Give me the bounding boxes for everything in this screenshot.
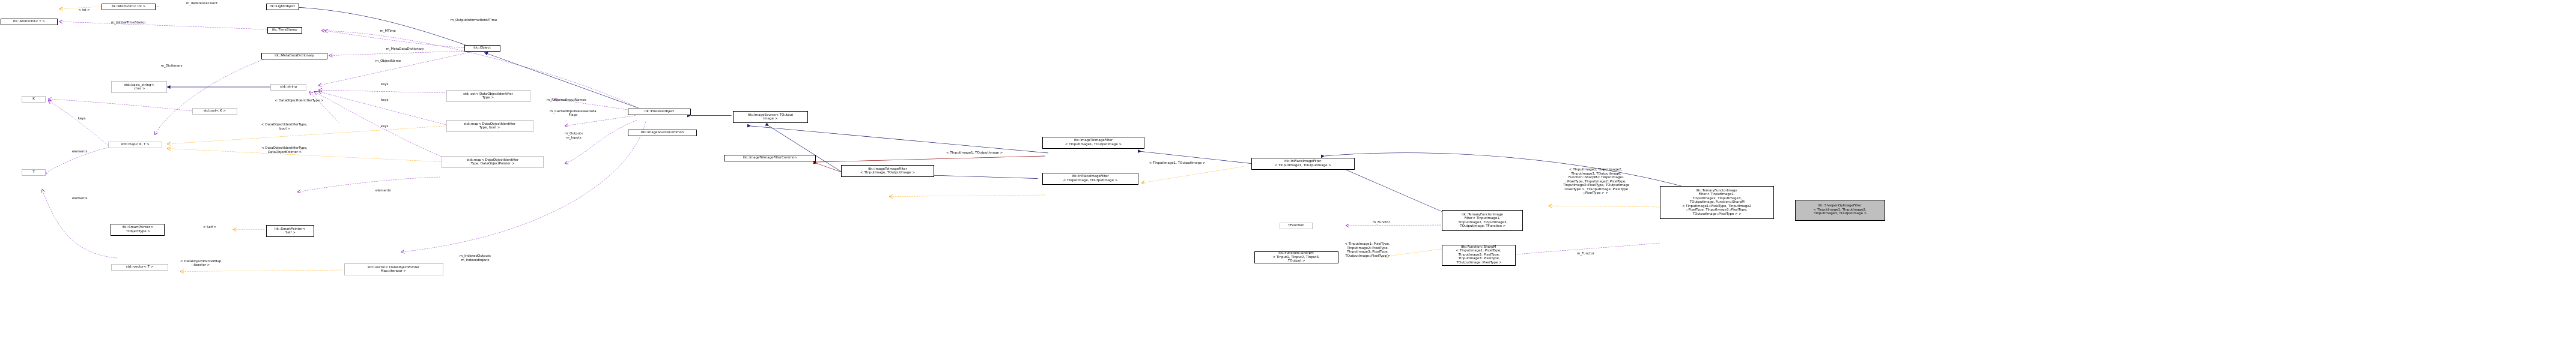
- edge-output-information-mtime: [321, 31, 639, 109]
- edge-keys-map-bool: [318, 92, 451, 127]
- label-functor-1: m_Functor: [1373, 220, 1390, 224]
- edge-common-i2i-1: [813, 155, 1046, 164]
- label-ternary-tpl-args: < TInputImage1, TInputImage2, TInputImag…: [1563, 168, 1630, 195]
- edge-inh-ternary-inst: [1320, 152, 1698, 191]
- edge-inh-lightobject: [278, 5, 466, 46]
- label-keys-3: keys: [381, 124, 389, 128]
- label-elements-3: elements: [72, 196, 88, 200]
- node-set-dataobjectidentifier: std::set< DataObjectIdentifier Type >: [446, 90, 530, 102]
- edge-common-i2i-2: [813, 160, 843, 173]
- node-vector-t: std::vector< T >: [111, 264, 168, 271]
- label-tinputimage1-1: < TInputImage1, TOutputImage >: [946, 151, 1003, 155]
- node-std-string: std::string: [270, 84, 306, 91]
- edge-ternary-tpl: [1549, 206, 1660, 207]
- label-elements-1: elements: [72, 150, 88, 154]
- node-timestamp: itk::TimeStamp: [267, 27, 302, 34]
- edge-elements-t: [44, 146, 110, 174]
- label-keys-1: keys: [381, 83, 389, 86]
- node-function-sharpm-template: itk::Function::SharpM < TInput1, TInput2…: [1254, 251, 1338, 263]
- edge-inh-object: [484, 52, 639, 109]
- label-output-information-mtime: m_OutputInformationMTime: [451, 19, 497, 22]
- node-image-source: itk::ImageSource< TOutput Image >: [733, 111, 808, 123]
- node-vector-dataobjectpointer: std::vector< DataObjectPointer Map::iter…: [344, 263, 443, 275]
- node-process-object: itk::ProcessObject: [628, 109, 691, 115]
- edge-inh-imagesource-1: [747, 124, 1049, 154]
- edge-keys-k-map: [48, 101, 109, 146]
- node-k: K: [22, 96, 46, 103]
- node-ternary-functor-template: itk::TernaryFunctorImage Filter< TInputI…: [1442, 210, 1523, 231]
- node-image-to-image-filter-common: itk::ImageToImageFilterCommon: [724, 154, 816, 161]
- edge-elements-vector: [42, 189, 118, 259]
- label-sharpm-tpl-args: < TInputImage1::PixelType, TInputImage2:…: [1344, 242, 1391, 258]
- label-outputs-inputs: m_Outputs m_Inputs: [565, 132, 583, 140]
- label-functor-2: m_Functor: [1577, 252, 1594, 256]
- label-indexed-outputs-inputs: m_IndexedOutputs m_IndexedInputs: [460, 254, 491, 262]
- edge-tinputimage1-1: [889, 195, 1046, 197]
- label-cached-input-release: m_CachedInputReleaseData Flags: [550, 109, 597, 118]
- node-smartpointer-tobjecttype: itk::SmartPointer< TObjectType >: [111, 223, 165, 236]
- label-mtime: m_MTime: [380, 29, 396, 33]
- node-atomic-int-t: itk::AtomicInt< T >: [1, 19, 58, 25]
- edge-tinputimage1-2: [1141, 166, 1244, 184]
- edge-sharpm-tpl: [1385, 248, 1442, 257]
- label-elements-2: elements: [375, 189, 391, 193]
- edge-outputs-inputs: [565, 119, 637, 164]
- edge-inh-imagesource-2: [765, 122, 843, 173]
- label-dataobjectidentifiertype-bool: < DataObjectIdentifierType, bool >: [261, 123, 308, 131]
- edge-mtime: [324, 31, 467, 49]
- label-tinputimage1-2: < TInputImage1, TOutputImage >: [1149, 161, 1206, 165]
- node-function-sharpm-instance: itk::Function::SharpM < TInputImage1::Pi…: [1442, 244, 1516, 266]
- node-ternary-functor-instance: itk::TernaryFunctorImage Filter< TInputI…: [1659, 186, 1774, 219]
- edge-dictionary: [155, 56, 271, 135]
- node-light-object: itk::LightObject: [266, 4, 299, 10]
- node-map-dataobjectidentifier-pointer: std::map< DataObjectIdentifier Type, Dat…: [442, 156, 544, 168]
- label-self: < Self >: [202, 225, 217, 229]
- label-int-tpl: < int >: [78, 8, 90, 12]
- label-reference-count: m_ReferenceCount: [186, 1, 218, 5]
- label-object-name: m_ObjectName: [375, 59, 401, 63]
- label-metadata-dictionary: m_MetaDataDictionary: [386, 47, 424, 51]
- edge-metadata-dictionary: [329, 50, 467, 56]
- edge-keys-map-pointer: [314, 92, 451, 161]
- edge-indexed-outputs-inputs: [401, 121, 646, 253]
- edge-required-input-names: [554, 99, 637, 112]
- node-set-k: std::set< K >: [192, 108, 237, 115]
- node-sharpen-op-image-filter: itk::SharpenOpImageFilter < TInputImage1…: [1794, 199, 1885, 221]
- edge-bool-tpl: [167, 125, 445, 144]
- edge-dataobjectidentifiertype: [309, 92, 340, 124]
- node-object: itk::Object: [464, 45, 500, 52]
- node-tfunction: TFunction: [1280, 223, 1313, 229]
- edge-keys-k-set: [48, 99, 193, 112]
- node-inplace-filter-2: itk::InPlaceImageFilter < TInputImage, T…: [1042, 172, 1138, 185]
- node-atomic-int: itk::AtomicInt< int >: [102, 4, 156, 10]
- node-map-k-t: std::map< K, T >: [108, 142, 162, 148]
- node-basic-string: std::basic_string< char >: [111, 81, 167, 93]
- label-global-timestamp: m_GlobalTimeStamp: [111, 21, 145, 25]
- node-t: T: [22, 169, 46, 176]
- node-map-dataobjectidentifier-bool: std::map< DataObjectIdentifier Type, boo…: [446, 120, 533, 132]
- node-smartpointer-self: itk::SmartPointer< Self >: [266, 225, 314, 237]
- node-image-to-image-filter-2: itk::ImageToImageFilter < TInputImage, T…: [841, 165, 934, 177]
- edge-global-timestamp: [59, 22, 272, 30]
- label-dataobjectpointermap-iterator: < DataObjectPointerMap ::iterator >: [180, 259, 222, 268]
- label-keys-2: keys: [381, 98, 389, 102]
- edge-dataobjectpointermap-tpl: [180, 270, 343, 272]
- edge-pointer-tpl: [167, 149, 445, 163]
- edge-keys-set: [318, 90, 448, 94]
- node-metadata-dictionary: itk::MetaDataDictionary: [261, 52, 327, 59]
- label-keys-4: keys: [78, 117, 86, 121]
- node-inplace-filter-1: itk::InPlaceImageFilter < TInputImage1, …: [1251, 157, 1355, 170]
- label-dataobjectidentifiertype: < DataObjectIdentifierType >: [275, 99, 324, 103]
- node-image-to-image-filter-1: itk::ImageToImageFilter < TInputImage1, …: [1042, 136, 1144, 149]
- edge-functor-tfunction: [1346, 225, 1444, 226]
- label-required-input-names: m_RequiredInputNames: [547, 98, 586, 102]
- edge-elements-map-pointer: [297, 176, 440, 192]
- label-dictionary: m_Dictionary: [160, 64, 183, 68]
- label-dataobjectidentifiertype-pointer: < DataObjectIdentifierType, DataObjectPo…: [261, 146, 308, 154]
- edge-inh-i2i-1-inplace-1: [1137, 149, 1251, 164]
- node-image-source-common: itk::ImageSourceCommon: [628, 130, 697, 136]
- edge-object-name: [318, 52, 469, 86]
